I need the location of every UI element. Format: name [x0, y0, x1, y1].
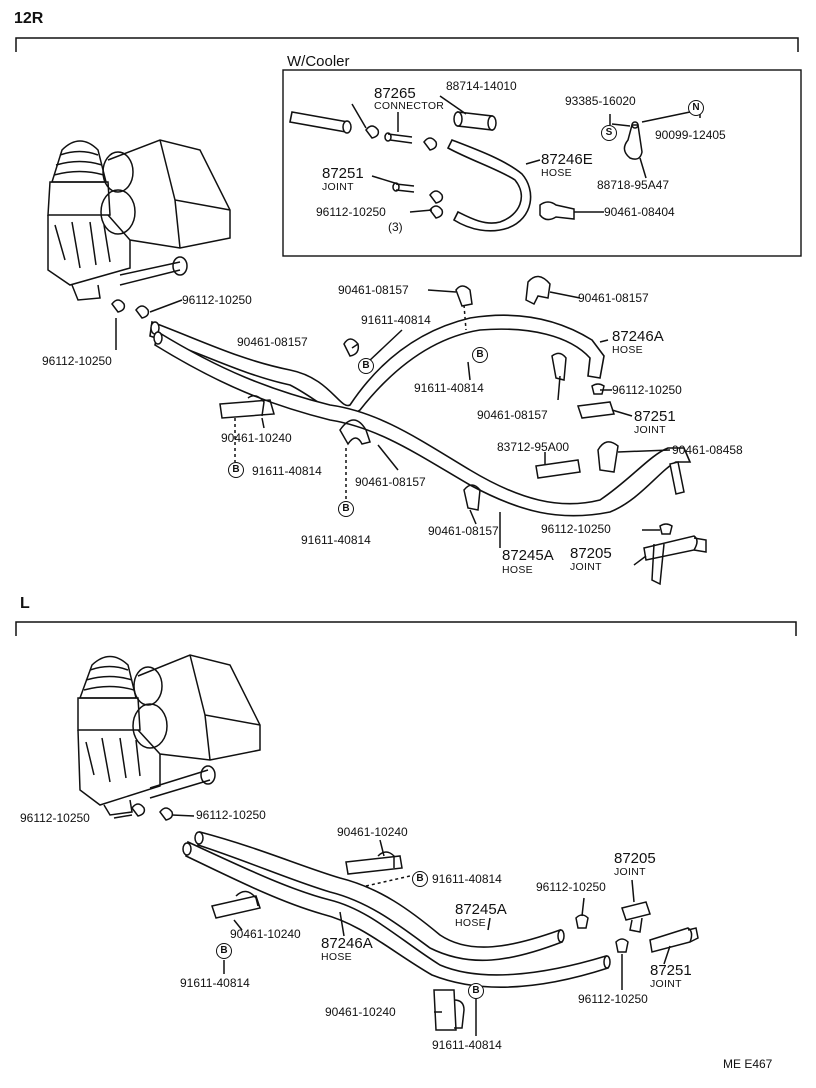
part-96112-10250-u2: 96112-10250 — [42, 354, 112, 368]
upper-hoses — [111, 275, 707, 586]
part-91611-40814-u2: 91611-40814 — [414, 381, 484, 395]
part-91611-40814-l1: 91611-40814 — [432, 872, 502, 886]
part-91611-40814-l2: 91611-40814 — [180, 976, 250, 990]
diagram-code: ME E467 — [723, 1057, 773, 1071]
part-90461-08458: 90461-08458 — [672, 443, 743, 457]
section-label-l: L — [20, 595, 30, 612]
section-label-12r: 12R — [14, 10, 44, 27]
part-91611-40814-u4: 91611-40814 — [301, 533, 371, 547]
part-87205-u-desc: JOINT — [570, 561, 602, 573]
part-87251-inset: 87251 — [322, 165, 364, 182]
part-90099-12405: 90099-12405 — [655, 128, 726, 142]
part-96112-10250-l1: 96112-10250 — [20, 811, 90, 825]
part-87246a-l-desc: HOSE — [321, 951, 352, 963]
marker-s: S — [601, 125, 617, 141]
inset-title: W/Cooler — [287, 53, 350, 70]
part-96112-10250-u1: 96112-10250 — [182, 293, 252, 307]
part-87265-desc: CONNECTOR — [374, 100, 445, 112]
part-90461-10240-l1: 90461-10240 — [337, 825, 408, 839]
marker-b-l1: B — [412, 871, 428, 887]
part-87246a-l: 87246A — [321, 935, 373, 952]
part-90461-10240-l2: 90461-10240 — [230, 927, 301, 941]
marker-b-l2: B — [216, 943, 232, 959]
part-87251-inset-desc: JOINT — [322, 181, 354, 193]
part-87245a-l-desc: HOSE — [455, 917, 486, 929]
part-88714-14010: 88714-14010 — [446, 79, 517, 93]
cooler-inset-box — [282, 69, 802, 257]
part-87251-u: 87251 — [634, 408, 676, 425]
part-96112-10250-l2: 96112-10250 — [196, 808, 266, 822]
part-96112-10250-u3: 96112-10250 — [612, 383, 682, 397]
part-91611-40814-u3: 91611-40814 — [252, 464, 322, 478]
part-96112-10250-inset: 96112-10250 — [316, 205, 386, 219]
marker-n: N — [688, 100, 704, 116]
part-87205-l-desc: JOINT — [614, 866, 646, 878]
part-87246a-u: 87246A — [612, 328, 664, 345]
part-87205-l: 87205 — [614, 850, 656, 867]
marker-b-u3: B — [228, 462, 244, 478]
part-87245a-u-desc: HOSE — [502, 564, 533, 576]
part-87251-u-desc: JOINT — [634, 424, 666, 436]
part-83712-95a00: 83712-95A00 — [497, 440, 570, 454]
lower-section-frame — [15, 621, 797, 636]
marker-b-u4: B — [338, 501, 354, 517]
part-90461-08157-u4: 90461-08157 — [477, 408, 548, 422]
part-90461-08157-u2: 90461-08157 — [237, 335, 308, 349]
part-90461-10240-u: 90461-10240 — [221, 431, 292, 445]
part-96112-10250-l3: 96112-10250 — [536, 880, 606, 894]
part-87265: 87265 — [374, 85, 416, 102]
part-87246e-desc: HOSE — [541, 167, 572, 179]
part-87246e: 87246E — [541, 151, 593, 168]
part-87251-l: 87251 — [650, 962, 692, 979]
upper-engine-drawing — [47, 139, 231, 301]
part-90461-08157-u5: 90461-08157 — [355, 475, 426, 489]
inset-parts — [289, 111, 691, 232]
part-90461-08157-u3: 90461-08157 — [578, 291, 649, 305]
quantity-3: (3) — [388, 220, 403, 234]
part-93385-16020: 93385-16020 — [565, 94, 636, 108]
part-91611-40814-l3: 91611-40814 — [432, 1038, 502, 1052]
part-90461-08157-u1: 90461-08157 — [338, 283, 409, 297]
part-87245a-l: 87245A — [455, 901, 507, 918]
part-87246a-u-desc: HOSE — [612, 344, 643, 356]
part-87251-l-desc: JOINT — [650, 978, 682, 990]
marker-b-u1: B — [358, 358, 374, 374]
lower-engine-drawing — [77, 654, 261, 816]
upper-leaders — [115, 95, 701, 566]
part-90461-08157-u6: 90461-08157 — [428, 524, 499, 538]
part-87245a-u: 87245A — [502, 547, 554, 564]
lower-hoses — [131, 803, 699, 1031]
part-90461-08404: 90461-08404 — [604, 205, 675, 219]
part-91611-40814-u1: 91611-40814 — [361, 313, 431, 327]
part-90461-10240-l3: 90461-10240 — [325, 1005, 396, 1019]
part-96112-10250-u4: 96112-10250 — [541, 522, 611, 536]
marker-b-l3: B — [468, 983, 484, 999]
marker-b-u2: B — [472, 347, 488, 363]
part-87205-u: 87205 — [570, 545, 612, 562]
lower-leaders — [113, 814, 671, 1036]
part-88718-95a47: 88718-95A47 — [597, 178, 670, 192]
part-96112-10250-l4: 96112-10250 — [578, 992, 648, 1006]
upper-section-frame — [15, 37, 799, 52]
